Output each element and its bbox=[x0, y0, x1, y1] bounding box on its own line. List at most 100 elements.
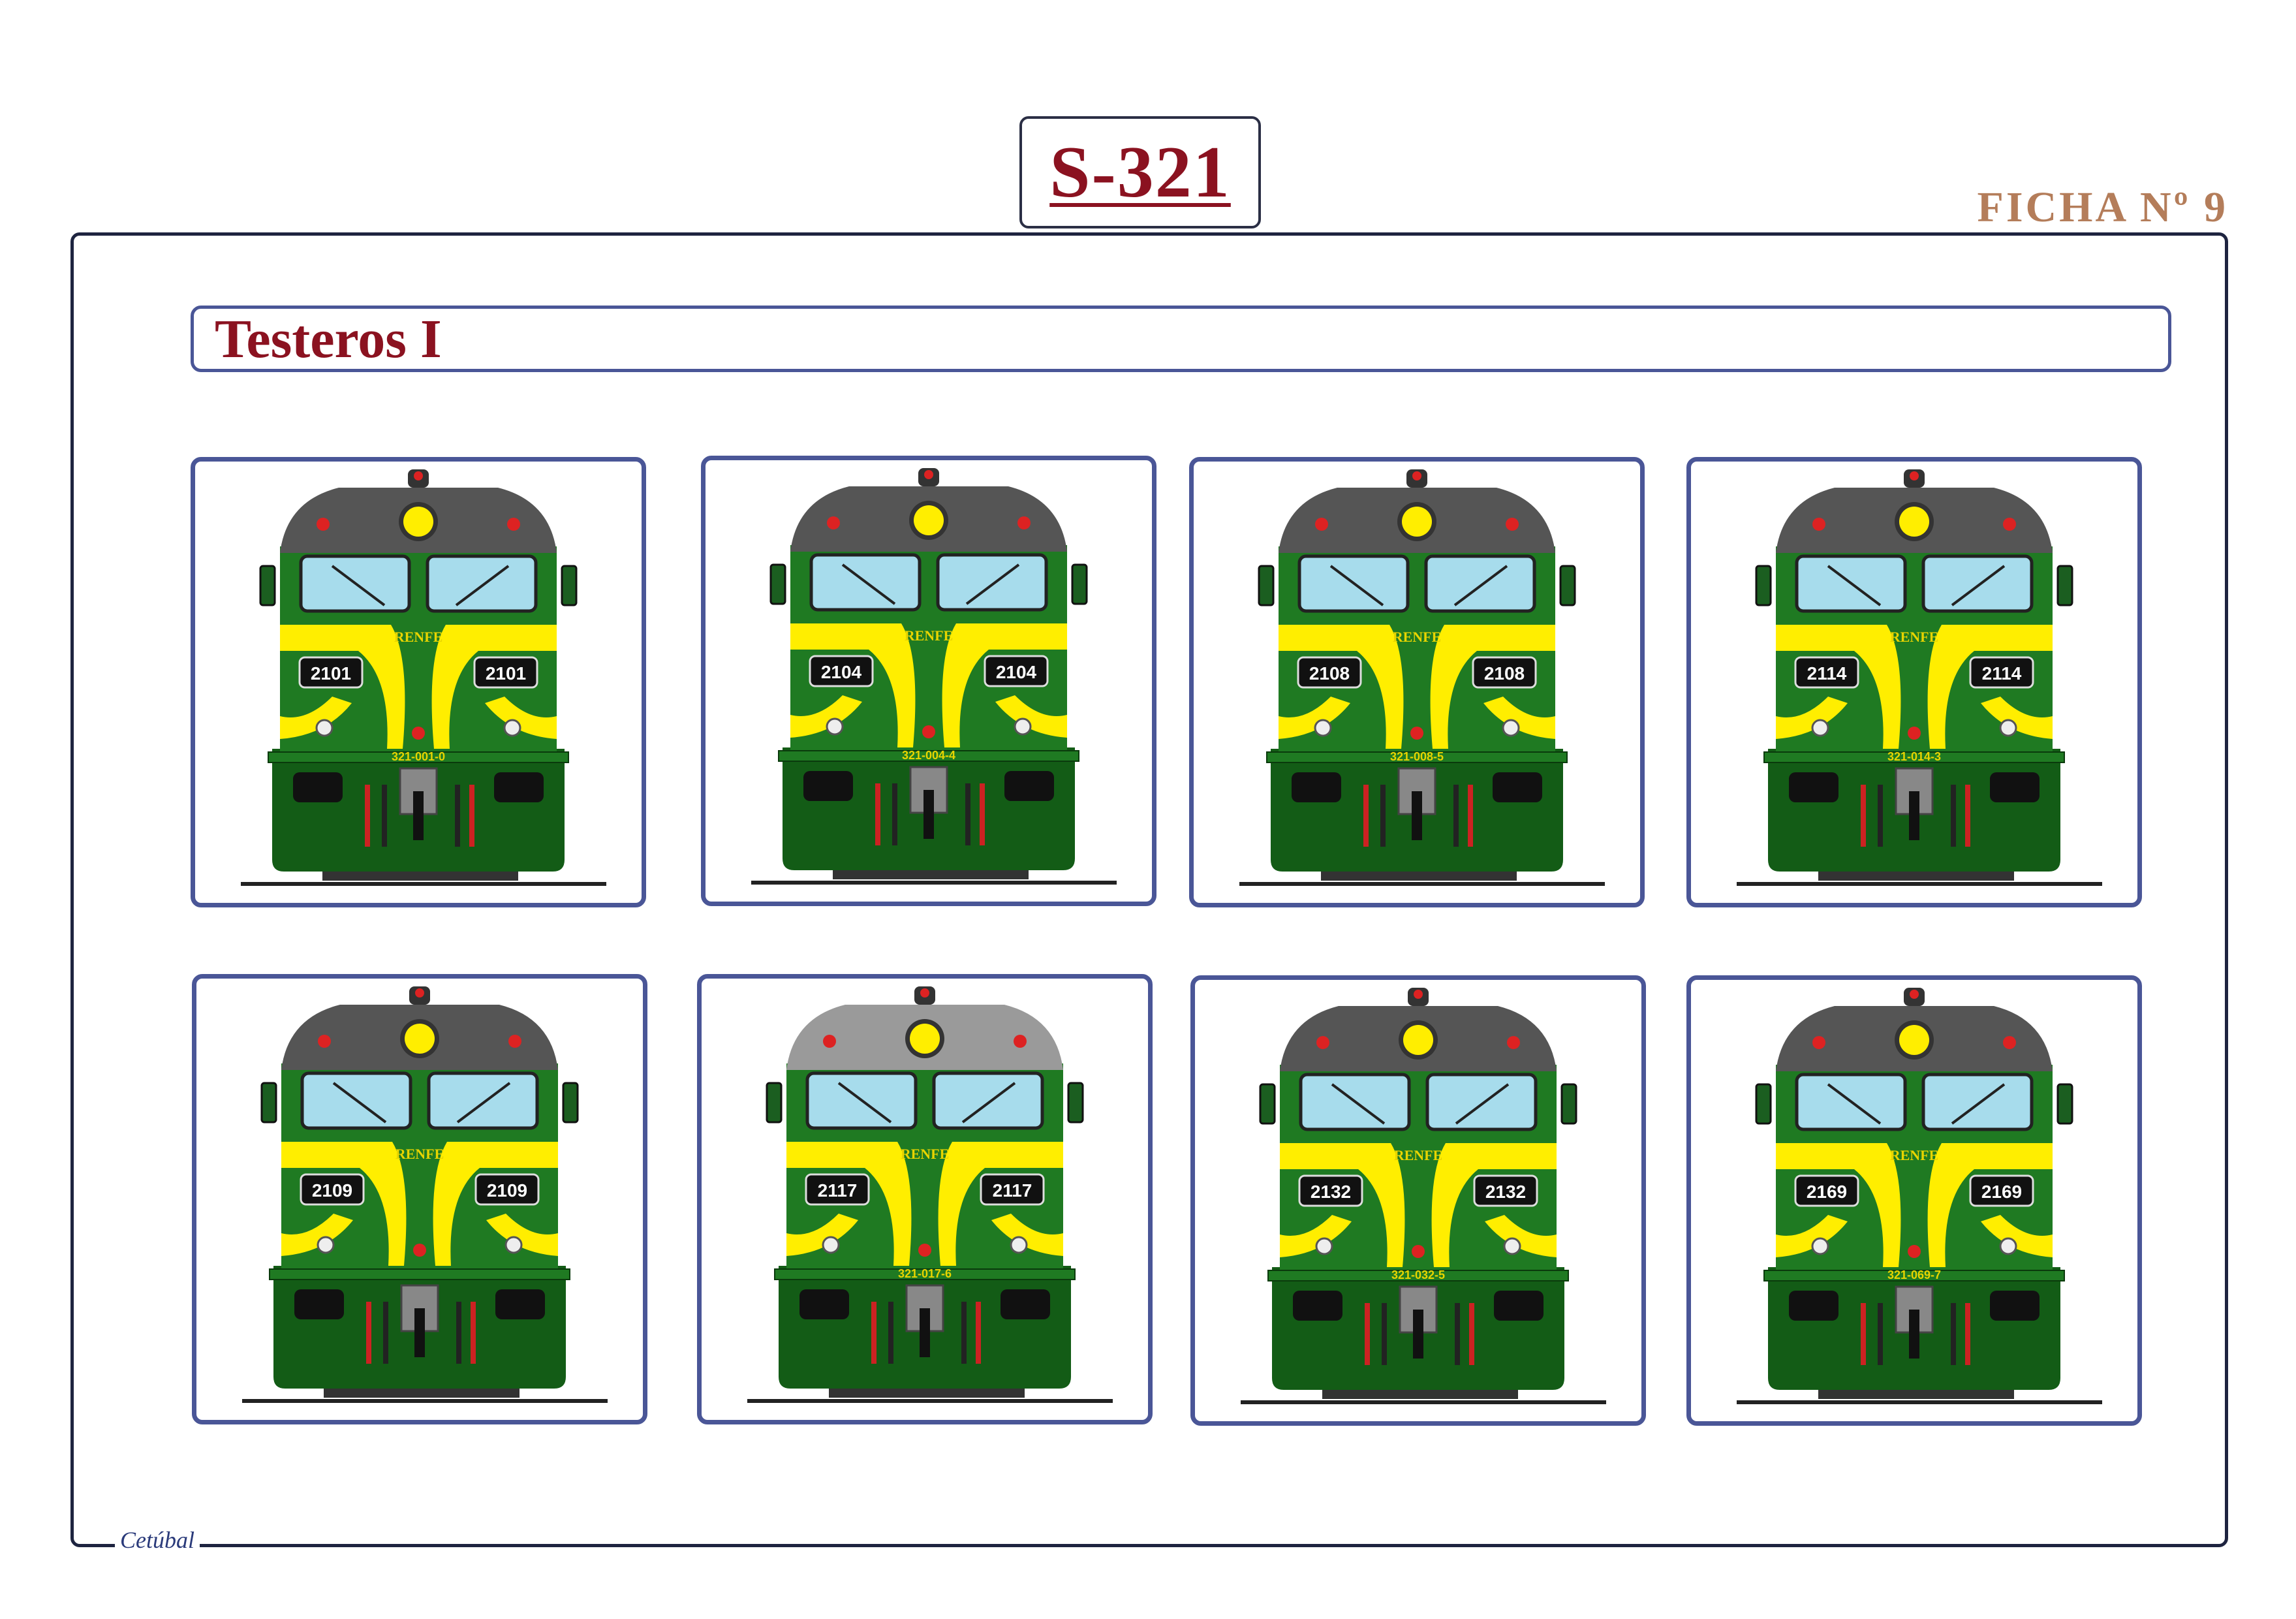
number-plate-left-text: 2114 bbox=[1807, 663, 1847, 684]
number-plate-right bbox=[474, 1173, 540, 1206]
lower-red-light bbox=[918, 1244, 931, 1257]
mirror-left bbox=[766, 1082, 783, 1124]
buffer-right bbox=[1990, 772, 2040, 802]
brake-hose-1 bbox=[366, 1302, 371, 1364]
brake-hose-2 bbox=[892, 783, 897, 845]
fleet-number-plate: 321-032-5 bbox=[1391, 1268, 1445, 1281]
marker-lamp-left bbox=[1315, 518, 1328, 531]
yellow-stripe-left bbox=[1776, 1143, 1901, 1267]
renfe-logo-text: RENFE bbox=[1393, 629, 1442, 645]
number-plate-right-text: 2117 bbox=[993, 1180, 1032, 1201]
buffer-right bbox=[1494, 1291, 1544, 1321]
wiper-right bbox=[1453, 565, 1508, 606]
walkway bbox=[1266, 751, 1568, 763]
lower-light-right bbox=[1502, 719, 1520, 737]
windshield-right bbox=[427, 1071, 539, 1130]
lower-light-right bbox=[1999, 1237, 2017, 1255]
buffer-left bbox=[799, 1289, 849, 1319]
number-plate-left bbox=[300, 1173, 365, 1206]
lower-light-left bbox=[317, 1236, 335, 1254]
number-plate-left bbox=[1794, 656, 1859, 689]
marker-lamp-right bbox=[1506, 518, 1519, 531]
number-plate-left-text: 2108 bbox=[1309, 663, 1350, 684]
renfe-logo-text: RENFE bbox=[1890, 1147, 1939, 1163]
wiper-left bbox=[1827, 1083, 1882, 1125]
brake-hose-2 bbox=[1382, 1303, 1387, 1365]
mirror-left bbox=[769, 563, 786, 605]
number-plate-right-text: 2109 bbox=[487, 1180, 527, 1201]
marker-lamp-left bbox=[827, 516, 840, 529]
renfe-logo-text: RENFE bbox=[901, 1146, 950, 1162]
rail bbox=[747, 1399, 1113, 1403]
yellow-sweep-right bbox=[1981, 1215, 2053, 1257]
yellow-stripe-right bbox=[1430, 625, 1555, 749]
brake-hose-4 bbox=[1965, 785, 1970, 847]
lower-light-right bbox=[1010, 1236, 1028, 1254]
brake-hose-1 bbox=[1861, 785, 1866, 847]
yellow-sweep-right bbox=[486, 1214, 558, 1256]
windshield-right bbox=[426, 554, 538, 613]
brake-hose-1 bbox=[1363, 785, 1369, 847]
renfe-logo-text: RENFE bbox=[394, 629, 443, 645]
yellow-stripe-right bbox=[431, 625, 557, 749]
number-plate-right-text: 2108 bbox=[1484, 663, 1525, 684]
mirror-left bbox=[259, 565, 276, 606]
coupler bbox=[1909, 1310, 1919, 1359]
brake-hose-3 bbox=[1455, 1303, 1460, 1365]
wiper-left bbox=[1331, 1083, 1386, 1125]
yellow-stripe-right bbox=[938, 1142, 1063, 1266]
top-lamp bbox=[1910, 471, 1919, 480]
top-lamp bbox=[1910, 990, 1919, 999]
wiper-left bbox=[1329, 565, 1384, 606]
series-title: S-321 bbox=[1049, 131, 1231, 213]
brake-hose-2 bbox=[1380, 785, 1386, 847]
buffer-right bbox=[494, 772, 544, 802]
buffer-right bbox=[495, 1289, 545, 1319]
renfe-logo-text: RENFE bbox=[905, 627, 954, 644]
number-plate-left-text: 2109 bbox=[312, 1180, 352, 1201]
brake-hose-2 bbox=[888, 1302, 893, 1364]
mirror-right bbox=[1559, 565, 1576, 606]
rail bbox=[242, 1399, 608, 1403]
buffer-right bbox=[1004, 771, 1054, 801]
lower-red-light bbox=[1908, 1245, 1921, 1258]
yellow-stripe-right bbox=[433, 1142, 558, 1266]
number-plate-left bbox=[1794, 1174, 1859, 1207]
mirror-left bbox=[1259, 1083, 1276, 1125]
brake-hose-3 bbox=[965, 783, 970, 845]
mirror-right bbox=[2056, 1083, 2073, 1125]
renfe-logo-text: RENFE bbox=[1890, 629, 1939, 645]
marker-lamp-right bbox=[1017, 516, 1031, 529]
wiper-left bbox=[841, 563, 896, 605]
yellow-sweep-right bbox=[995, 695, 1067, 738]
number-plate-right-text: 2169 bbox=[1981, 1182, 2022, 1202]
brake-hose-2 bbox=[383, 1302, 388, 1364]
brake-hose-4 bbox=[1965, 1303, 1970, 1365]
rail bbox=[1239, 882, 1605, 886]
wiper-right bbox=[456, 1082, 511, 1124]
mirror-right bbox=[1067, 1082, 1084, 1124]
brake-hose-4 bbox=[976, 1302, 981, 1364]
rail bbox=[1737, 1400, 2102, 1404]
lower-light-right bbox=[504, 1236, 523, 1254]
brake-hose-4 bbox=[1468, 785, 1473, 847]
mirror-left bbox=[260, 1082, 277, 1124]
coupler bbox=[1413, 1310, 1423, 1359]
yellow-stripe-left bbox=[790, 623, 916, 747]
headlight bbox=[403, 507, 433, 537]
marker-lamp-right bbox=[1014, 1035, 1027, 1048]
wiper-left bbox=[331, 565, 386, 606]
lower-light-left bbox=[822, 1236, 840, 1254]
marker-lamp-left bbox=[1812, 518, 1825, 531]
yellow-stripe-right bbox=[1431, 1143, 1557, 1267]
top-lamp bbox=[415, 988, 424, 998]
walkway bbox=[1763, 1270, 2065, 1281]
headlight bbox=[1403, 1025, 1433, 1055]
marker-lamp-right bbox=[2003, 518, 2016, 531]
lower-red-light bbox=[1412, 1245, 1425, 1258]
windshield-right bbox=[1921, 554, 2034, 613]
